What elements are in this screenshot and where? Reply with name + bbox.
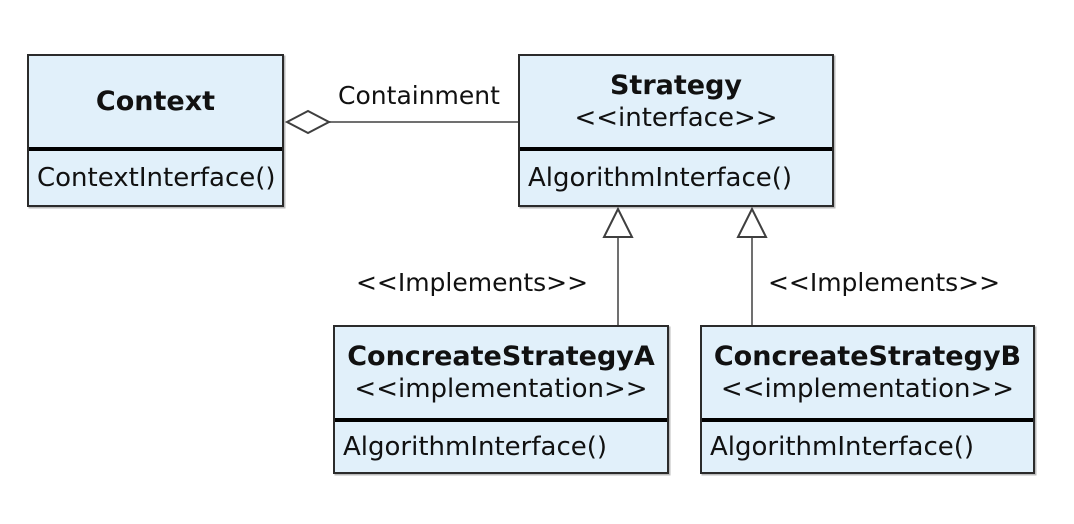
class-box-context: Context ContextInterface() bbox=[27, 54, 284, 207]
implements-edge-label-a: <<Implements>> bbox=[355, 268, 589, 297]
class-stereotype: <<implementation>> bbox=[354, 373, 648, 404]
class-methods-compartment: ContextInterface() bbox=[29, 147, 282, 205]
class-name: Strategy bbox=[609, 69, 743, 101]
realization-triangle-a-icon bbox=[602, 206, 634, 238]
aggregation-connector bbox=[284, 109, 518, 135]
class-stereotype: <<interface>> bbox=[574, 102, 778, 133]
class-method: AlgorithmInterface() bbox=[343, 432, 608, 462]
aggregation-diamond-icon bbox=[284, 109, 332, 135]
class-stereotype: <<implementation>> bbox=[720, 373, 1015, 404]
containment-edge-label: Containment bbox=[338, 81, 500, 110]
realization-connector-b bbox=[736, 206, 768, 325]
class-methods-compartment: AlgorithmInterface() bbox=[335, 418, 667, 472]
class-title-compartment: ConcreateStrategyA <<implementation>> bbox=[335, 327, 667, 418]
class-method: AlgorithmInterface() bbox=[710, 432, 975, 462]
class-title-compartment: Strategy <<interface>> bbox=[520, 56, 832, 147]
class-methods-compartment: AlgorithmInterface() bbox=[520, 147, 832, 205]
class-box-concrete-strategy-a: ConcreateStrategyA <<implementation>> Al… bbox=[333, 325, 669, 474]
implements-edge-label-b: <<Implements>> bbox=[767, 268, 1001, 297]
class-name: ConcreateStrategyB bbox=[713, 340, 1022, 372]
class-name: ConcreateStrategyA bbox=[347, 340, 655, 372]
class-method: AlgorithmInterface() bbox=[528, 163, 793, 193]
class-title-compartment: Context bbox=[29, 56, 282, 147]
realization-connector-a bbox=[602, 206, 634, 325]
realization-triangle-b-icon bbox=[736, 206, 768, 238]
class-name: Context bbox=[95, 86, 216, 117]
class-methods-compartment: AlgorithmInterface() bbox=[702, 418, 1033, 472]
class-title-compartment: ConcreateStrategyB <<implementation>> bbox=[702, 327, 1033, 418]
class-box-strategy: Strategy <<interface>> AlgorithmInterfac… bbox=[518, 54, 834, 207]
class-method: ContextInterface() bbox=[37, 163, 276, 193]
class-box-concrete-strategy-b: ConcreateStrategyB <<implementation>> Al… bbox=[700, 325, 1035, 474]
